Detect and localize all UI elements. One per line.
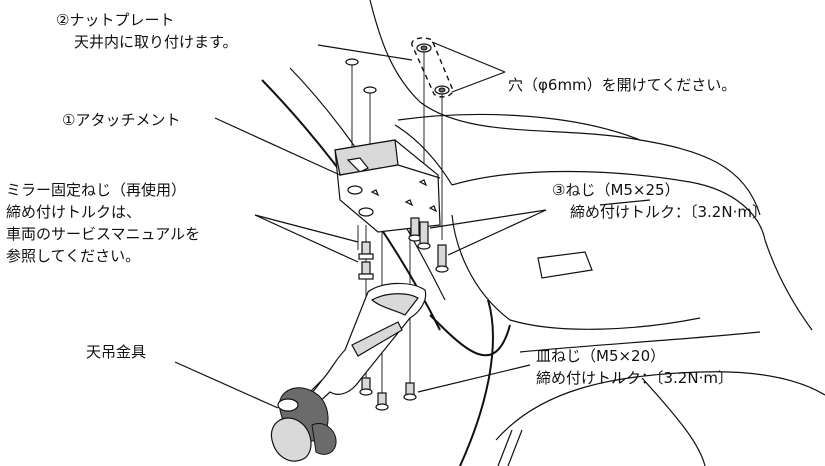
- flat-screws: [359, 377, 417, 411]
- flat-screw-title: 皿ねじ（M5×20）: [536, 347, 666, 365]
- ceiling-holes: [345, 58, 377, 94]
- flat-screw-torque: 締め付けトルク：〔3.2N·m〕: [536, 369, 733, 387]
- attachment-bracket: [334, 139, 441, 233]
- mirror-screw-label-line2: 締め付けトルクは、: [6, 203, 142, 221]
- ceiling-hanger: [289, 282, 427, 421]
- knob: [270, 387, 337, 462]
- nut-plate-title: ②ナットプレート: [56, 11, 175, 29]
- leader-lines: [174, 41, 547, 409]
- screw-m5x25-torque: 締め付けトルク：〔3.2N·m〕: [570, 203, 767, 221]
- mirror-screws: [358, 217, 422, 280]
- hole-instruction: 穴（φ6mm）を開けてください。: [508, 76, 737, 94]
- ceiling-hanger-label: 天吊金具: [86, 343, 147, 361]
- screw-m5x25-title: ③ねじ（M5×25）: [552, 181, 680, 199]
- ceiling-contour: [369, 0, 825, 466]
- screws-m5x25: [417, 221, 449, 273]
- nut-plate: [411, 37, 454, 98]
- mirror-screw-label-line3: 車両のサービスマニュアルを: [6, 225, 201, 243]
- attachment-label: ①アタッチメント: [62, 111, 181, 129]
- mirror-screw-label-line1: ミラー固定ねじ（再使用）: [6, 181, 187, 199]
- mirror-screw-label-line4: 参照してください。: [6, 247, 141, 265]
- nut-plate-description: 天井内に取り付けます。: [74, 33, 238, 51]
